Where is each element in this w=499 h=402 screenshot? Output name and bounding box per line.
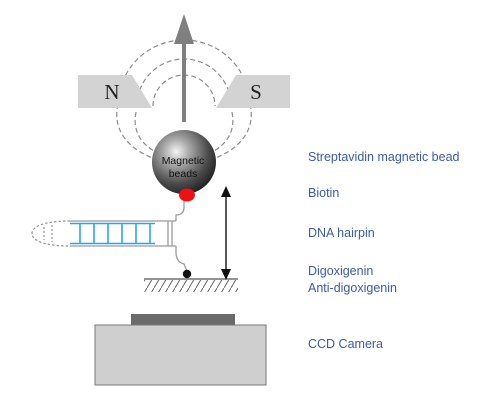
label-biotin: Biotin: [308, 186, 340, 200]
label-digoxigenin: Digoxigenin: [308, 264, 374, 278]
force-arrow: [174, 14, 194, 122]
digoxigenin-dot: [182, 269, 192, 279]
label-streptavidin-bead: Streptavidin magnetic bead: [308, 150, 460, 164]
label-ccd-camera: CCD Camera: [308, 337, 384, 351]
bead-label-line2: beads: [169, 168, 198, 180]
south-pole-label: S: [250, 80, 262, 104]
surface-hatching: [144, 280, 238, 292]
biotin-dot: [179, 188, 195, 202]
bead-label-line1: Magnetic: [162, 155, 205, 167]
field-line: [209, 103, 252, 161]
dna-hairpin-stem: [70, 222, 155, 245]
dna-tether: [31, 201, 188, 272]
magnetic-bead: [152, 130, 216, 194]
north-pole-magnet: [78, 75, 152, 108]
label-anti-digoxigenin: Anti-digoxigenin: [308, 281, 397, 295]
north-pole-label: N: [104, 80, 119, 104]
camera-body: [94, 324, 267, 386]
field-line: [116, 103, 159, 161]
label-dna-hairpin: DNA hairpin: [308, 226, 375, 240]
camera-sensor: [131, 314, 235, 325]
extension-arrow: [221, 186, 231, 280]
south-pole-magnet: [216, 75, 290, 108]
